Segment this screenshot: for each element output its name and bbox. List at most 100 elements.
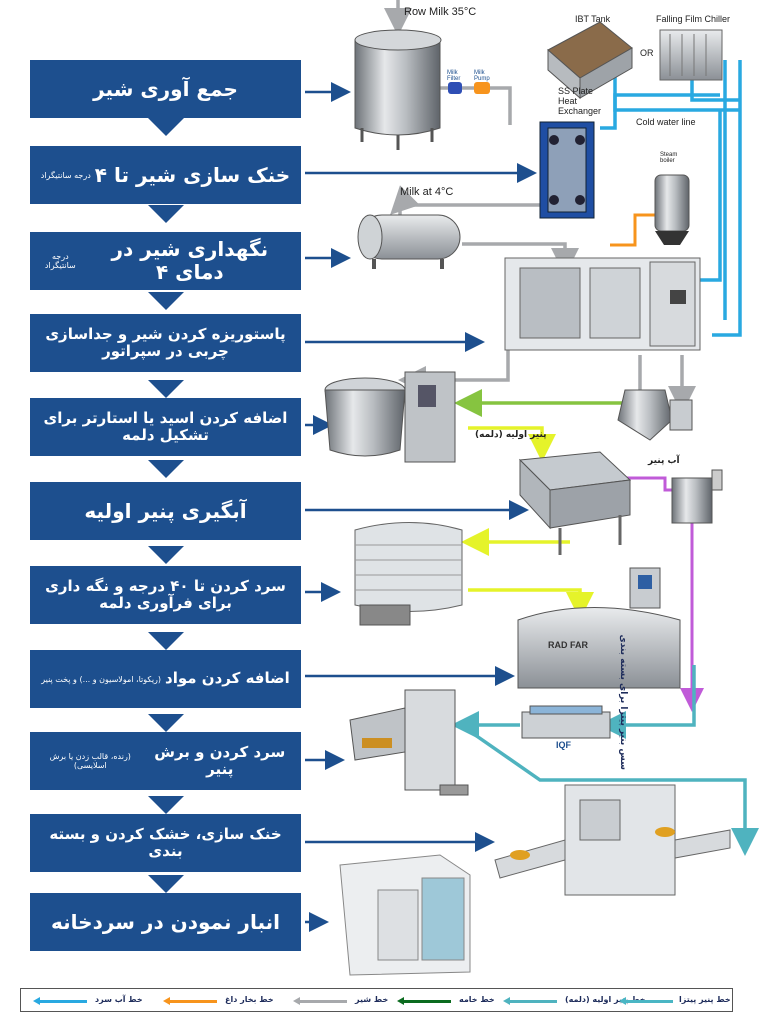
curd-to-cooker	[468, 588, 594, 620]
step-text-4: پاستوریزه کردن شیر و جداسازی چربی در سپر…	[45, 324, 286, 360]
legend-item-cold-water: خط آب سرد	[33, 995, 149, 1007]
pizza-cooker-to-iqf	[598, 665, 696, 739]
legend-line-cream	[397, 997, 451, 1005]
label-whey: آب پنیر	[648, 456, 680, 466]
down-arrow-3	[148, 292, 184, 310]
step-box-2: خنک سازی شیر تا ۴ درجه سانتیگراد	[30, 146, 301, 204]
step-text-7: سرد کردن تا ۴۰ درجه و نگه داری برای فرآو…	[45, 576, 286, 612]
milk-pump-icon	[474, 82, 490, 94]
cold-water-to-phe	[600, 93, 720, 130]
step-box-7: سرد کردن تا ۴۰ درجه و نگه داری برای فرآو…	[30, 566, 301, 624]
label-ss-plate: SS Plate Heat Exchanger	[558, 86, 602, 116]
pizza-cheese-lines	[451, 665, 759, 856]
whey-tank	[671, 469, 723, 524]
label-steam-boiler: Steam boiler	[660, 152, 678, 164]
label-milk-filter: Milk Filter	[447, 70, 461, 82]
legend-label-cold-water: خط آب سرد	[95, 995, 143, 1004]
down-arrow-4	[148, 380, 184, 398]
milk-to-filter	[440, 86, 512, 125]
draining-vat	[518, 451, 632, 555]
label-or: OR	[640, 48, 654, 58]
cold-room	[339, 854, 471, 976]
legend-label-curd: خط پنیر اولیه (دلمه)	[565, 995, 646, 1004]
down-arrow-1	[148, 118, 184, 136]
legend-line-cold-water	[33, 997, 87, 1005]
legend-label-steam: خط بخار داغ	[225, 995, 274, 1004]
label-cold-water: Cold water line	[636, 117, 696, 127]
milk-tank-to-pasteur	[462, 242, 579, 276]
packing-machine	[494, 784, 731, 896]
label-pizza-sauce-vertical: سس بنیر پیتزا برای بسته بندی	[618, 634, 628, 770]
legend-item-milk: خط شیر	[293, 995, 399, 1007]
step-text-1: جمع آوری شیر	[93, 76, 238, 101]
step-text-5: اضافه کردن اسید یا استارتر برای تشکیل دل…	[43, 408, 288, 444]
step-text-10: خنک سازی، خشک کردن و بسته بندی	[49, 824, 282, 860]
falling-film-chiller	[659, 29, 723, 81]
step-box-11: انبار نمودن در سردخانه	[30, 893, 301, 951]
step-note-2: درجه سانتیگراد	[40, 170, 91, 180]
steam-boiler	[654, 174, 690, 245]
step-box-1: جمع آوری شیر	[30, 60, 301, 118]
cream-separator	[617, 389, 693, 441]
cold-water-branch	[700, 110, 722, 282]
label-milk-4c: Milk at 4°C	[400, 186, 454, 198]
legend-item-curd: خط پنیر اولیه (دلمه)	[503, 995, 646, 1007]
label-row-milk: Row Milk 35°C	[404, 6, 477, 18]
down-arrow-9	[148, 796, 184, 814]
down-arrow-10	[148, 875, 184, 893]
box-to-machine-arrows	[305, 82, 537, 932]
curd-to-drain	[468, 426, 556, 462]
step-note-9: (رنده، قالب زدن یا برش اسلایسی)	[49, 752, 131, 770]
down-arrow-6	[148, 546, 184, 564]
step-note-3: درجه سانتیگراد	[44, 252, 76, 270]
label-curd: پنیر اولیه (دلمه)	[475, 430, 547, 440]
legend-item-cream: خط خامه	[397, 995, 503, 1007]
label-falling-film: Falling Film Chiller	[656, 14, 731, 24]
down-arrow-8	[148, 714, 184, 732]
legend-item-pizza: خط پنیر پیتزا	[619, 995, 731, 1007]
step-box-6: آبگیری پنیر اولیه	[30, 482, 301, 540]
label-milk-pump: Milk Pump	[474, 70, 490, 82]
step-down-arrows	[148, 118, 184, 893]
whey-line	[603, 476, 704, 712]
step-box-5: اضافه کردن اسید یا استارتر برای تشکیل دل…	[30, 398, 301, 456]
down-arrow-2	[148, 205, 184, 223]
label-iqf: IQF	[556, 740, 571, 750]
step-text-6: آبگیری پنیر اولیه	[84, 498, 247, 523]
cold-storage-milk-tank	[357, 214, 461, 269]
legend-label-cream: خط خامه	[459, 995, 495, 1004]
milk-lines	[384, 0, 696, 414]
step-text-3: نگهداری شیر در دمای ۴	[111, 237, 269, 284]
spiral-cooler	[354, 522, 463, 626]
cooker-stretcher	[517, 567, 681, 689]
legend-line-milk	[293, 997, 347, 1005]
cold-water-main	[712, 60, 742, 337]
step-text-11: انبار نمودن در سردخانه	[51, 909, 280, 934]
step-note-8: (ریکوتا، امولاسیون و ...) و پخت پنیر	[41, 674, 162, 684]
legend-item-steam: خط بخار داغ	[163, 995, 279, 1007]
milk-filter-icon	[448, 82, 462, 94]
down-arrow-7	[148, 632, 184, 650]
iqf-freezer	[521, 705, 611, 739]
step-text-9: سرد کردن و برش پنیر	[154, 742, 286, 778]
legend-label-milk: خط شیر	[355, 995, 389, 1004]
down-arrow-5	[148, 460, 184, 478]
step-box-4: پاستوریزه کردن شیر و جداسازی چربی در سپر…	[30, 314, 301, 372]
label-rad-far: RAD FAR	[548, 640, 588, 650]
grater-cutter-machine	[349, 689, 469, 796]
legend-line-steam	[163, 997, 217, 1005]
step-box-10: خنک سازی، خشک کردن و بسته بندی	[30, 814, 301, 872]
milk-reception-tank	[354, 29, 442, 150]
legend: خط آب سرد خط بخار داغ خط شیر خط خامه خط …	[20, 988, 733, 1012]
curd-lines	[461, 426, 594, 620]
pasteurizer-unit	[504, 257, 701, 351]
step-box-9: سرد کردن و برش پنیر (رنده، قالب زدن یا ب…	[30, 732, 301, 790]
legend-line-pizza	[619, 997, 673, 1005]
legend-label-pizza: خط پنیر پیتزا	[679, 995, 731, 1004]
legend-line-curd	[503, 997, 557, 1005]
pizza-to-packing	[467, 728, 759, 856]
step-text-2: خنک سازی شیر تا ۴	[94, 162, 291, 187]
ibt-tank	[547, 21, 633, 100]
cold-water-lines	[600, 60, 742, 337]
